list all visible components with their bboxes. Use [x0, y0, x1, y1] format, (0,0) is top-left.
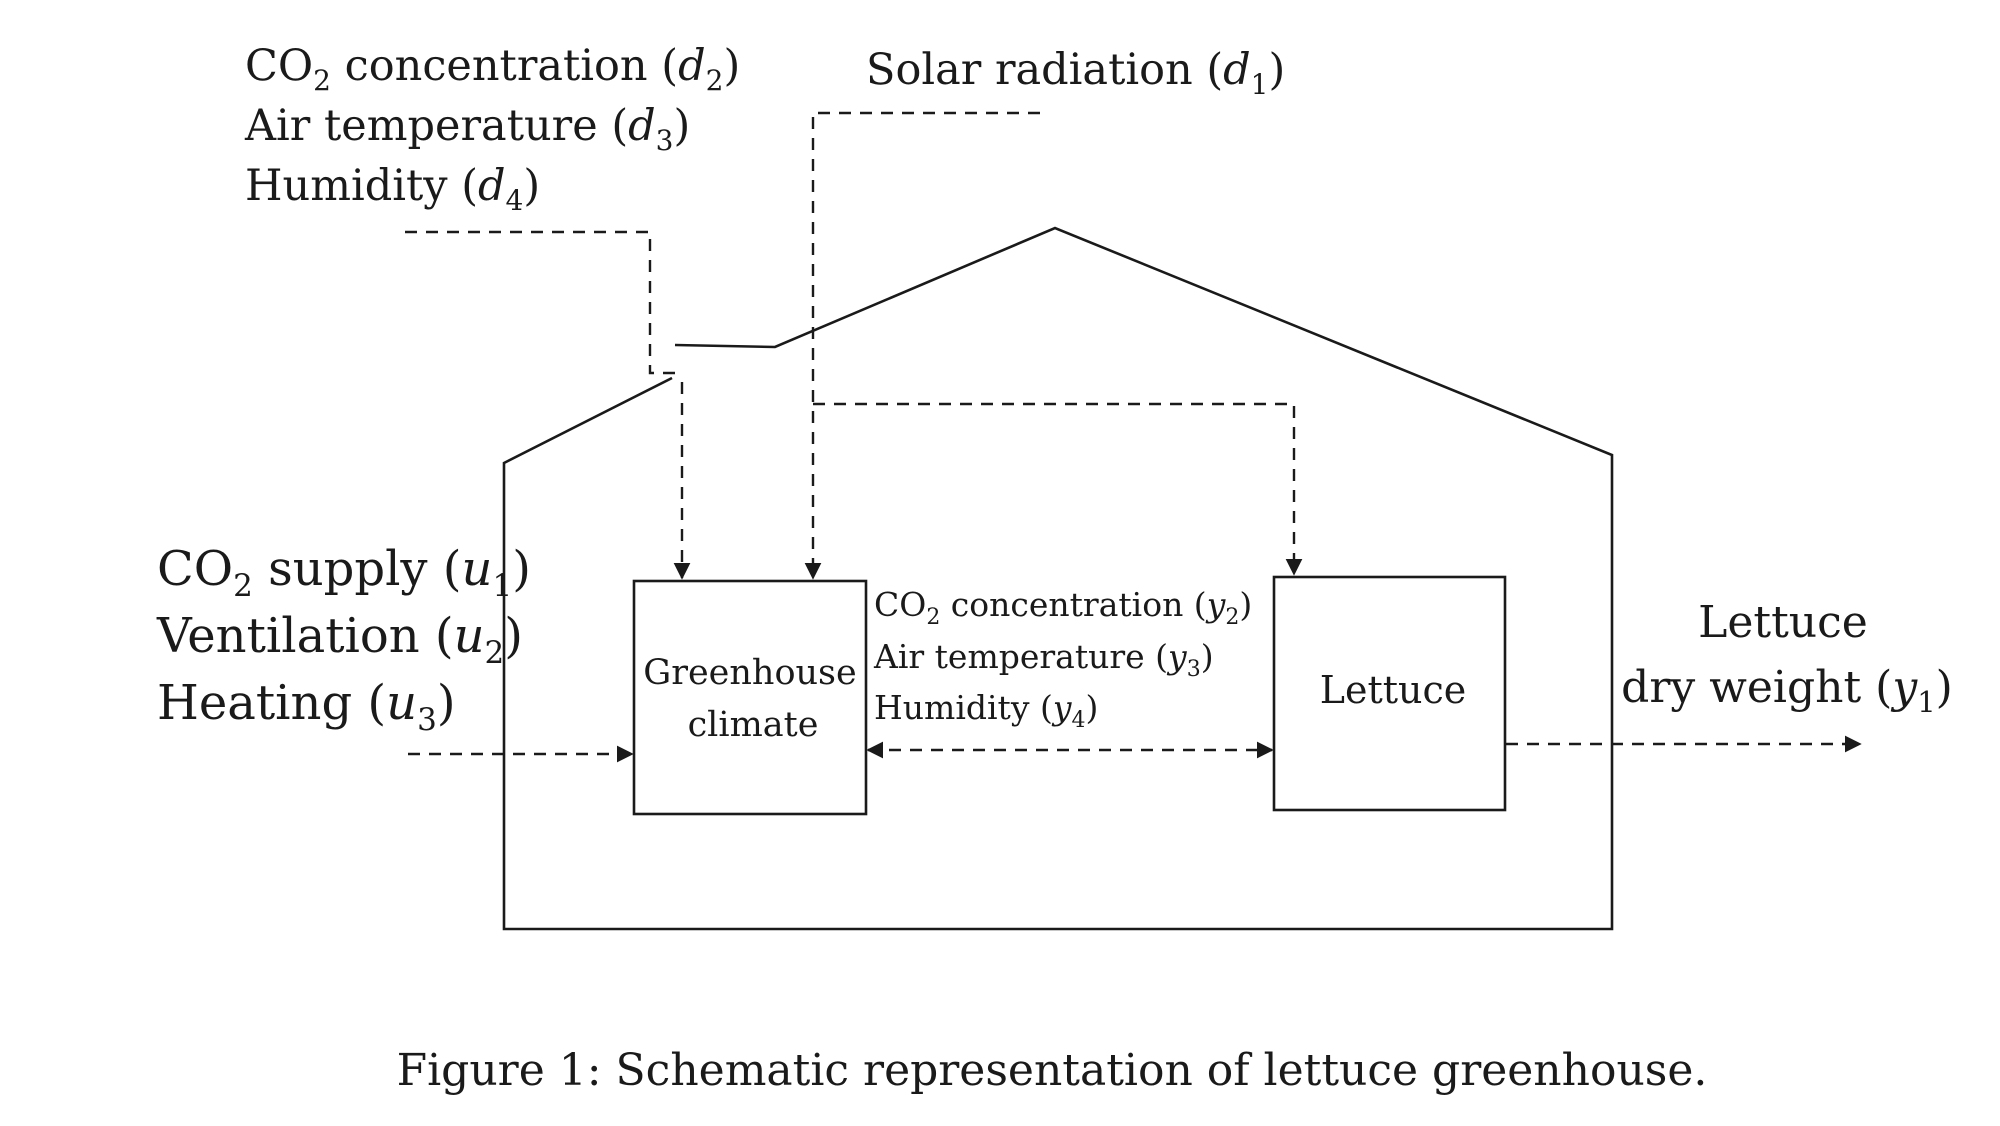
disturbance-climate-path — [405, 230, 682, 375]
greenhouse-outline — [502, 226, 1614, 931]
disturbance-co2-label: CO2 concentration (d2) — [245, 41, 740, 97]
solar-lettuce-arrow — [813, 402, 1303, 576]
greenhouse-climate-box — [632, 579, 868, 816]
input-co2-label: CO2 supply (u1) — [157, 541, 531, 604]
solar-radiation-label: Solar radiation (d1) — [866, 45, 1285, 101]
output-label-line2: dry weight (y1) — [1621, 662, 1953, 719]
climate-box-label-line2: climate — [688, 705, 819, 745]
lettuce-box-label: Lettuce — [1320, 668, 1467, 712]
state-hum-label: Humidity (y4) — [874, 688, 1098, 733]
output-label-line1: Lettuce — [1698, 597, 1868, 648]
solar-climate-arrow — [804, 111, 1040, 580]
input-heat-label: Heating (u3) — [157, 675, 456, 738]
climate-box-label-line1: Greenhouse — [643, 653, 857, 693]
state-temp-label: Air temperature (y3) — [873, 637, 1214, 682]
disturbance-hum-label: Humidity (d4) — [245, 161, 540, 217]
input-vent-label: Ventilation (u2) — [156, 608, 523, 671]
state-co2-label: CO2 concentration (y2) — [874, 585, 1252, 630]
disturbance-temp-label: Air temperature (d3) — [244, 101, 690, 157]
lettuce-box — [1272, 575, 1507, 812]
figure-caption: Figure 1: Schematic representation of le… — [397, 1045, 1708, 1096]
